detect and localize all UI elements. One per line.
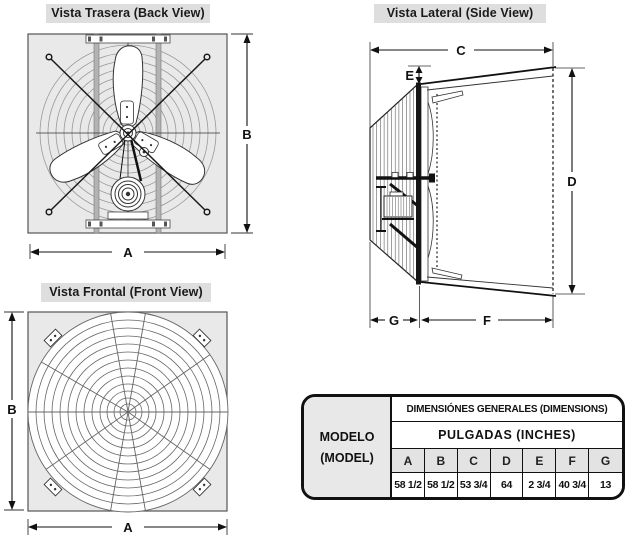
dim-arrow-e: E bbox=[405, 66, 423, 84]
motor-assembly bbox=[376, 172, 435, 250]
dim-label-d: D bbox=[567, 174, 576, 189]
dim-label-b: B bbox=[242, 127, 251, 142]
fan-blade bbox=[131, 130, 206, 185]
front-view-drawing: B A bbox=[4, 311, 229, 535]
value-f: 40 3/4 bbox=[556, 473, 590, 497]
value-d: 64 bbox=[490, 473, 524, 497]
dim-label-a: A bbox=[123, 520, 133, 535]
fan-blade bbox=[49, 130, 125, 183]
col-header-a: A bbox=[392, 449, 425, 472]
back-view-drawing: A B bbox=[27, 33, 253, 260]
front-view-title: Vista Frontal (Front View) bbox=[41, 283, 211, 302]
units-header: PULGADAS (INCHES) bbox=[392, 422, 622, 449]
extension-lines bbox=[369, 42, 585, 328]
fan-blades bbox=[49, 45, 206, 185]
dim-label-g: G bbox=[389, 313, 399, 328]
dimensions-table: MODELO (MODEL) DIMENSIÓNES GENERALES (DI… bbox=[301, 394, 625, 500]
dim-arrow-c: C bbox=[370, 43, 553, 58]
housing-outline bbox=[420, 66, 557, 297]
frame-rails bbox=[93, 33, 162, 234]
fan-panel-profile bbox=[420, 86, 434, 282]
side-view-title: Vista Lateral (Side View) bbox=[374, 4, 546, 23]
dim-arrow-a: A bbox=[29, 244, 226, 260]
values-row: 58 1/2 58 1/2 53 3/4 64 2 3/4 40 3/4 13 bbox=[392, 473, 622, 497]
col-header-d: D bbox=[490, 449, 524, 472]
dim-arrow-g: G bbox=[370, 313, 418, 328]
mount-brackets bbox=[85, 34, 171, 229]
side-view-drawing: C E D G F bbox=[369, 42, 585, 328]
guard-spokes bbox=[28, 313, 228, 511]
dim-arrow-b-front: B bbox=[4, 311, 24, 511]
dim-label-b: B bbox=[7, 402, 16, 417]
discharge-cone bbox=[369, 82, 419, 284]
fan-hub bbox=[119, 124, 137, 142]
dim-arrow-f: F bbox=[421, 313, 553, 328]
col-header-f: F bbox=[556, 449, 590, 472]
col-header-c: C bbox=[457, 449, 491, 472]
value-a: 58 1/2 bbox=[392, 473, 425, 497]
value-e: 2 3/4 bbox=[523, 473, 557, 497]
tension-rods bbox=[45, 53, 211, 216]
value-b: 58 1/2 bbox=[424, 473, 458, 497]
front-guard bbox=[27, 311, 229, 513]
model-label-line1: MODELO bbox=[319, 429, 375, 444]
model-label-line2: (MODEL) bbox=[320, 450, 374, 465]
dim-label-a: A bbox=[123, 245, 133, 260]
corner-brackets bbox=[43, 328, 212, 497]
back-view-title: Vista Trasera (Back View) bbox=[46, 4, 210, 23]
table-body: DIMENSIÓNES GENERALES (DIMENSIONS) PULGA… bbox=[392, 397, 622, 497]
value-c: 53 3/4 bbox=[457, 473, 491, 497]
fan-blade bbox=[112, 45, 144, 128]
dimensions-header: DIMENSIÓNES GENERALES (DIMENSIONS) bbox=[392, 397, 622, 422]
col-header-e: E bbox=[523, 449, 557, 472]
dim-arrow-b: B bbox=[231, 33, 253, 234]
dim-arrow-d: D bbox=[567, 68, 577, 294]
dim-arrow-a-front: A bbox=[27, 519, 228, 535]
model-cell: MODELO (MODEL) bbox=[304, 397, 392, 497]
fan-panel-bar bbox=[416, 82, 421, 285]
motor-pulley bbox=[107, 176, 149, 220]
dim-label-f: F bbox=[483, 313, 491, 328]
col-header-g: G bbox=[589, 449, 622, 472]
dim-label-c: C bbox=[456, 43, 466, 58]
dim-label-e: E bbox=[405, 68, 414, 83]
value-g: 13 bbox=[589, 473, 622, 497]
column-header-row: A B C D E F G bbox=[392, 449, 622, 473]
belt-drive bbox=[119, 138, 149, 182]
col-header-b: B bbox=[424, 449, 458, 472]
